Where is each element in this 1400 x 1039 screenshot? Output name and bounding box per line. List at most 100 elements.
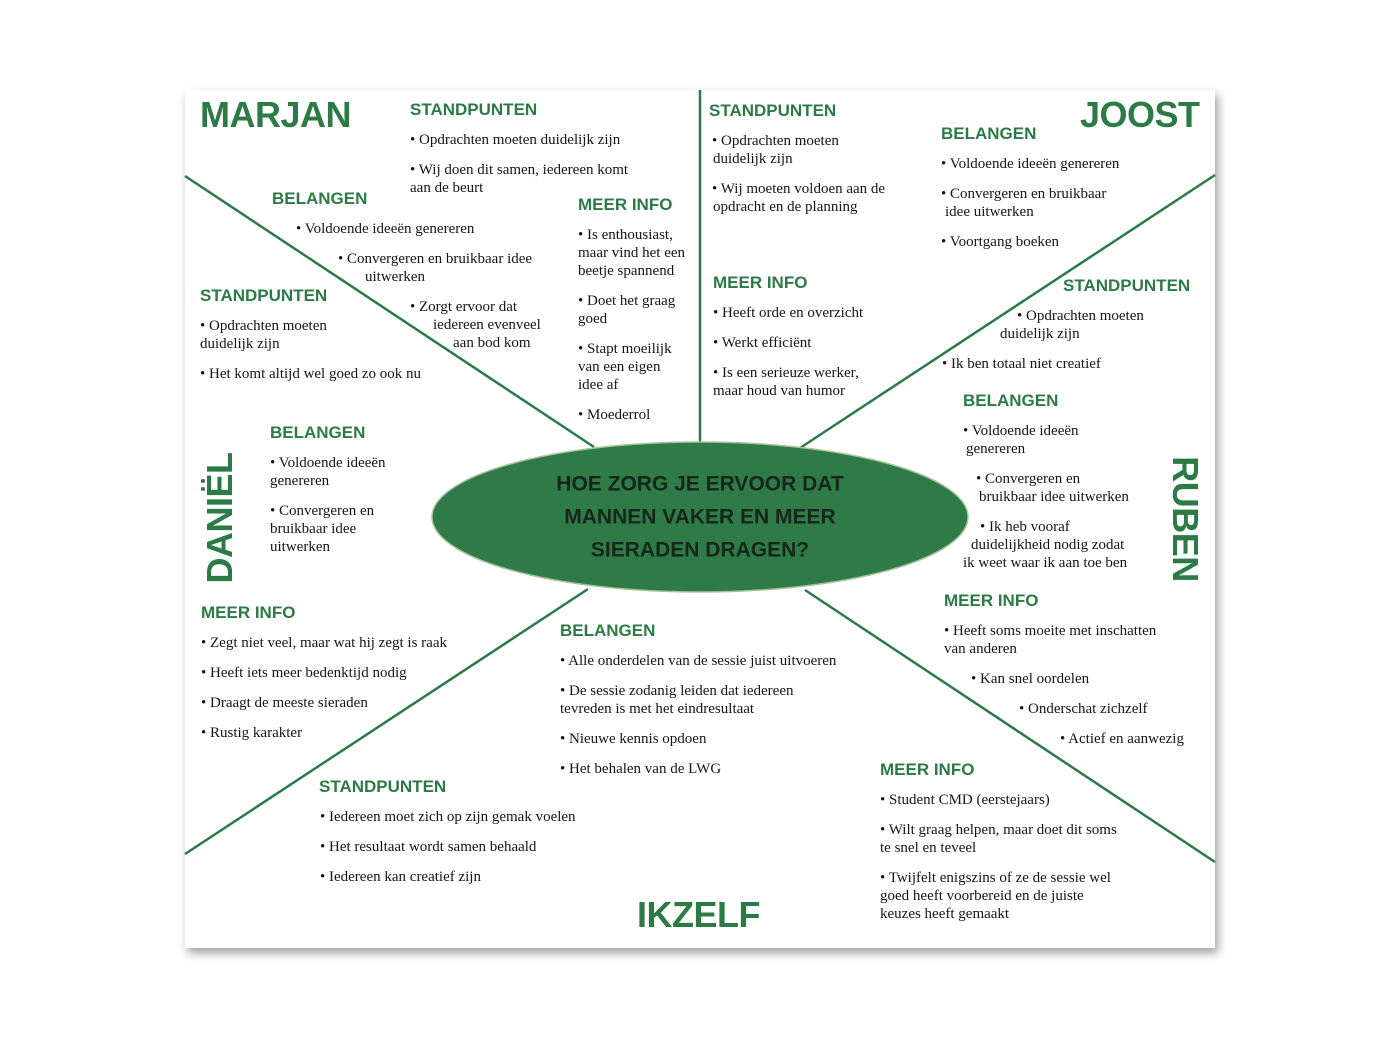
item-line: • Alle onderdelen van de sessie juist ui… [560,653,837,669]
list-item: • De sessie zodanig leiden dat iedereen … [560,682,836,718]
item-line: idee uitwerken [945,204,1034,220]
item-line: maar vind het een [578,245,686,261]
list-item: • Stapt moeilijk van een eigen idee af [578,340,685,394]
section-heading: STANDPUNTEN [709,101,837,120]
item-line: van anderen [944,641,1017,657]
question-line: MANNEN VAKER EN MEER [564,505,836,529]
list-item: • Het behalen van de LWG [560,760,836,778]
item-line: • Student CMD (eerstejaars) [880,792,1050,808]
ruben-meer-info: MEER INFO • Heeft soms moeite met inscha… [944,590,1184,760]
item-line: keuzes heeft gemaakt [880,906,1010,922]
stakeholder-name-ikzelf: IKZELF [637,894,760,935]
list-item: • Voldoende ideeën genereren [963,422,1129,458]
item-line: • Nieuwe kennis opdoen [560,731,707,747]
item-line: • Wij doen dit samen, iedereen komt [410,162,629,178]
item-line: maar houd van humor [713,383,846,399]
list-item: • Rustig karakter [201,724,447,742]
item-line: • Twijfelt enigszins of ze de sessie wel [880,870,1111,886]
list-item: • Moederrol [578,406,685,424]
list-item: • Iedereen moet zich op zijn gemak voele… [319,808,576,826]
item-line: • Zorgt ervoor dat [410,299,518,315]
daniel-standpunten: STANDPUNTEN • Opdrachten moeten duidelij… [200,285,421,395]
section-heading: MEER INFO [880,760,975,779]
list-item: • Het resultaat wordt samen behaald [319,838,576,856]
item-line: opdracht en de planning [713,199,858,215]
item-line: • Opdrachten moeten [712,133,839,149]
list-item: • Convergeren en bruikbaar idee uitwerke… [272,250,541,286]
item-line: aan de beurt [410,180,484,196]
list-item: • Convergeren en bruikbaar idee uitwerke… [270,502,386,556]
daniel-belangen: BELANGEN • Voldoende ideeën genereren • … [270,422,386,568]
item-line: duidelijk zijn [1000,326,1080,342]
item-line: • Heeft orde en overzicht [713,305,864,321]
item-line: • Heeft soms moeite met inschatten [944,623,1157,639]
list-item: • Draagt de meeste sieraden [201,694,447,712]
item-line: • Convergeren en bruikbaar [941,186,1107,202]
item-line: uitwerken [365,269,425,285]
section-heading: MEER INFO [713,273,808,292]
list-item: • Is enthousiast, maar vind het een beet… [578,226,685,280]
list-item: • Voldoende ideeën genereren [272,220,541,238]
item-line: • Voldoende ideeën genereren [296,221,475,237]
section-heading: BELANGEN [941,124,1037,143]
joost-meer-info: MEER INFO • Heeft orde en overzicht • We… [713,272,863,412]
list-item: • Wij doen dit samen, iedereen komt aan … [410,161,628,197]
item-line: • Wij moeten voldoen aan de [712,181,886,197]
item-line: bruikbaar idee uitwerken [979,489,1129,505]
list-item: • Heeft soms moeite met inschatten van a… [944,622,1184,658]
list-item: • Ik heb vooraf duidelijkheid nodig zoda… [963,518,1129,572]
joost-belangen: BELANGEN • Voldoende ideeën genereren • … [941,123,1119,263]
question-line: HOE ZORG JE ERVOOR DAT [556,472,844,496]
list-item: • Opdrachten moeten duidelijk zijn [709,132,885,168]
section-heading: BELANGEN [270,423,366,442]
ikzelf-belangen: BELANGEN • Alle onderdelen van de sessie… [560,620,836,790]
item-line: bruikbaar idee [270,521,357,537]
joost-standpunten: STANDPUNTEN • Opdrachten moeten duidelij… [709,100,885,228]
item-line: duidelijkheid nodig zodat [971,537,1125,553]
item-line: van een eigen [578,359,661,375]
item-line: • Het komt altijd wel goed zo ook nu [200,366,422,382]
list-item: • Doet het graag goed [578,292,685,328]
list-item: • Kan snel oordelen [944,670,1184,688]
ruben-standpunten: STANDPUNTEN • Opdrachten moeten duidelij… [942,275,1190,385]
list-item: • Wij moeten voldoen aan de opdracht en … [709,180,885,216]
section-heading: MEER INFO [201,603,296,622]
item-line: genereren [270,473,330,489]
item-line: beetje spannend [578,263,675,279]
item-line: • Iedereen kan creatief zijn [320,869,481,885]
marjan-meer-info: MEER INFO • Is enthousiast, maar vind he… [578,194,685,436]
item-line: • Voortgang boeken [941,234,1060,250]
list-item: • Wilt graag helpen, maar doet dit soms … [880,821,1117,857]
ruben-belangen: BELANGEN • Voldoende ideeën genereren • … [963,390,1129,584]
item-line: • Het behalen van de LWG [560,761,722,777]
item-line: • Convergeren en bruikbaar idee [338,251,533,267]
item-line: • Wilt graag helpen, maar doet dit soms [880,822,1117,838]
section-heading: MEER INFO [944,591,1039,610]
item-line: • Heeft iets meer bedenktijd nodig [201,665,407,681]
item-line: aan bod kom [453,335,531,351]
item-line: • Rustig karakter [201,725,303,741]
item-line: • Voldoende ideeën [963,423,1079,439]
item-line: • Voldoende ideeën genereren [941,156,1120,172]
list-item: • Zorgt ervoor dat iedereen evenveel aan… [272,298,541,352]
list-item: • Opdrachten moeten duidelijk zijn [200,317,421,353]
section-heading: STANDPUNTEN [200,286,328,305]
stakeholder-name-joost: JOOST [1080,94,1200,135]
item-line: • Is enthousiast, [578,227,673,243]
item-line: • Actief en aanwezig [1060,731,1184,747]
list-item: • Voldoende ideeën genereren [941,155,1119,173]
item-line: iedereen evenveel [433,317,541,333]
item-line: genereren [966,441,1026,457]
list-item: • Nieuwe kennis opdoen [560,730,836,748]
section-heading: STANDPUNTEN [1063,276,1191,295]
stakeholder-name-ruben: RUBEN [1165,456,1206,582]
section-heading: BELANGEN [963,391,1059,410]
item-line: • Opdrachten moeten [1017,308,1144,324]
item-line: goed [578,311,608,327]
item-line: • Voldoende ideeën [270,455,386,471]
stakeholder-name-marjan: MARJAN [200,94,352,135]
item-line: • Moederrol [578,407,651,423]
list-item: • Actief en aanwezig [944,730,1184,748]
section-heading: STANDPUNTEN [410,100,538,119]
